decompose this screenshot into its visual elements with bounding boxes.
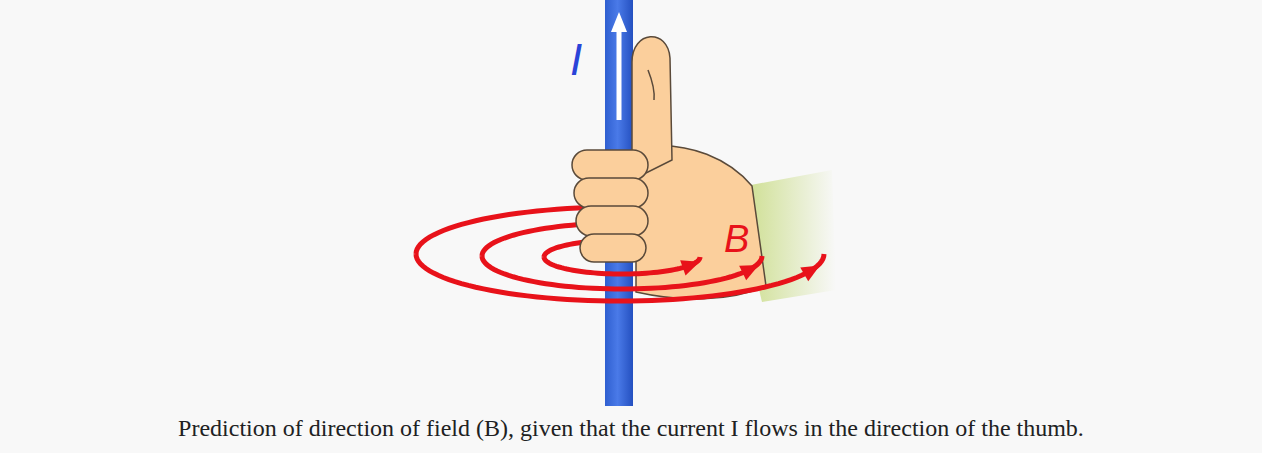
hand: [572, 37, 836, 302]
field-line: [544, 257, 700, 275]
caption: Prediction of direction of field (B), gi…: [178, 414, 1084, 443]
field-label: B: [724, 220, 749, 258]
current-label: I: [570, 38, 582, 82]
field-line: [482, 256, 762, 289]
field-lines-front: [416, 254, 824, 301]
field-line: [416, 254, 824, 301]
current-arrow: [611, 12, 627, 120]
